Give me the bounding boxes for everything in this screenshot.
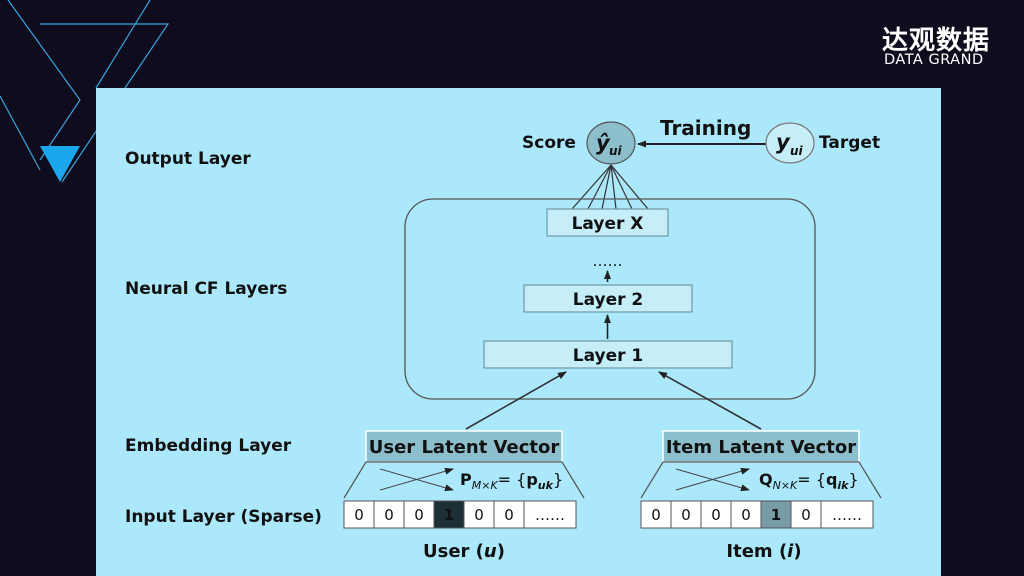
arrow-item-to-layer1 <box>658 371 762 430</box>
user-cross-arrow <box>379 468 454 492</box>
layer-1-label: Layer 1 <box>573 346 644 366</box>
deco-line <box>0 95 41 171</box>
item-embedding-trapezoid <box>640 461 882 499</box>
user-input-vector: 0 0 0 1 0 0 …… <box>343 500 577 529</box>
embedding-layer-label: Embedding Layer <box>125 436 292 456</box>
user-input-cell-value: 0 <box>474 506 484 524</box>
arrow-user-to-layer1 <box>465 371 567 430</box>
deco-line <box>7 0 81 161</box>
layer-2-label: Layer 2 <box>573 290 644 310</box>
ncf-diagram: Output Layer Neural CF Layers Embedding … <box>125 116 882 562</box>
user-latent-vector-box <box>365 430 563 463</box>
item-input-cell <box>670 500 702 529</box>
item-latent-vector-label: Item Latent Vector <box>666 437 856 458</box>
item-latent-vector-box <box>662 430 860 463</box>
deco-line <box>95 0 151 89</box>
score-label: Score <box>522 133 576 153</box>
score-subscript: ui <box>609 144 623 158</box>
item-input-cell-value: 0 <box>741 506 751 524</box>
item-input-cell <box>730 500 762 529</box>
item-input-cell-value: 1 <box>771 506 781 524</box>
score-symbol: ŷ <box>596 131 611 155</box>
layer-2-box <box>523 284 693 313</box>
target-node <box>765 122 815 164</box>
item-input-cell <box>640 500 672 529</box>
user-input-cell <box>463 500 495 529</box>
user-input-cell <box>433 500 465 529</box>
user-input-label: User (u) <box>423 541 505 562</box>
user-input-cell-value: …… <box>535 506 565 524</box>
item-input-cell <box>700 500 732 529</box>
layer-1-box <box>483 340 733 369</box>
user-input-cell-value: 0 <box>414 506 424 524</box>
user-input-cell <box>523 500 577 529</box>
user-input-cell-value: 0 <box>504 506 514 524</box>
logo-chinese: 达观数据 <box>882 26 991 56</box>
layer-ellipsis: …… <box>593 252 623 270</box>
deco-triangle <box>40 146 80 182</box>
diagram-panel: Output Layer Neural CF Layers Embedding … <box>96 88 941 576</box>
item-input-cell-value: …… <box>832 506 862 524</box>
user-input-cell-value: 0 <box>354 506 364 524</box>
training-label: Training <box>660 116 751 140</box>
neural-cf-container <box>404 198 816 400</box>
output-connections <box>571 164 649 210</box>
score-node <box>586 121 636 165</box>
logo-english: DATA GRAND <box>884 52 984 68</box>
item-cross-arrow <box>675 468 750 492</box>
user-embedding-matrix: PM×K= {puk} <box>460 470 563 492</box>
item-input-cell <box>790 500 822 529</box>
user-input-cell <box>373 500 405 529</box>
output-layer-label: Output Layer <box>125 149 251 169</box>
input-layer-label: Input Layer (Sparse) <box>125 507 322 527</box>
user-embedding-trapezoid <box>343 461 585 499</box>
target-label: Target <box>819 133 880 153</box>
layer-x-box <box>546 208 669 237</box>
item-input-cell-value: 0 <box>681 506 691 524</box>
item-input-cell-value: 0 <box>711 506 721 524</box>
item-embedding-matrix: QN×K= {qik} <box>759 470 859 492</box>
item-input-label: Item (i) <box>726 541 801 562</box>
layer-x-label: Layer X <box>572 214 644 234</box>
user-input-cell-value: 1 <box>444 506 454 524</box>
neural-cf-layers-label: Neural CF Layers <box>125 279 287 299</box>
target-symbol: y <box>776 130 791 154</box>
user-input-cell-value: 0 <box>384 506 394 524</box>
item-input-cell <box>820 500 874 529</box>
item-input-cell <box>760 500 792 529</box>
item-input-cell-value: 0 <box>801 506 811 524</box>
user-latent-vector-label: User Latent Vector <box>369 437 560 458</box>
target-subscript: ui <box>790 144 804 158</box>
item-input-cell-value: 0 <box>651 506 661 524</box>
item-input-vector: 0 0 0 0 1 0 …… <box>640 500 874 529</box>
